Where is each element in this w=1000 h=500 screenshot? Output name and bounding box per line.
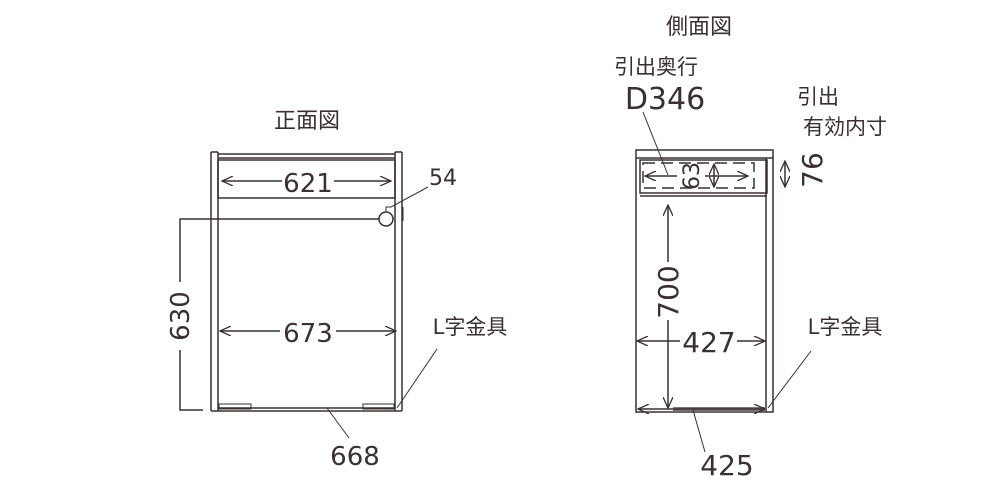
bracket-left <box>218 403 252 410</box>
dim-54: 54 <box>429 166 457 191</box>
dim-63: 63 <box>680 162 705 190</box>
front-bracket-label: L字金具 <box>433 315 508 339</box>
dim-630: 630 <box>166 291 196 341</box>
drawer-depth-label: 引出奥行 <box>614 55 698 79</box>
dim-76: 76 <box>796 152 829 188</box>
front-view: 正面図 621 54 630 673 668 L字金 <box>166 109 507 472</box>
front-view-title: 正面図 <box>274 109 340 134</box>
bracket-right <box>362 403 395 410</box>
hole-marker <box>378 211 394 227</box>
front-drawer-panel <box>217 159 396 199</box>
dim-621: 621 <box>283 169 333 199</box>
dim-673: 673 <box>283 319 333 349</box>
drawer-inner-label-1: 引出 <box>797 85 839 109</box>
drawer-inner-dashed <box>642 162 755 189</box>
side-view-title: 側面図 <box>666 15 732 40</box>
side-view: 側面図 引出奥行 D346 引出 有効内寸 63 76 700 427 425 … <box>614 15 887 482</box>
drawer-depth-value: D346 <box>625 82 705 117</box>
dim-700: 700 <box>652 265 685 318</box>
drawer-inner-label-2: 有効内寸 <box>803 115 887 139</box>
dim-427: 427 <box>682 326 735 359</box>
side-drawer <box>639 159 768 194</box>
dim-668: 668 <box>330 442 380 472</box>
side-bracket-label: L字金具 <box>808 315 883 339</box>
dim-425: 425 <box>700 449 753 482</box>
